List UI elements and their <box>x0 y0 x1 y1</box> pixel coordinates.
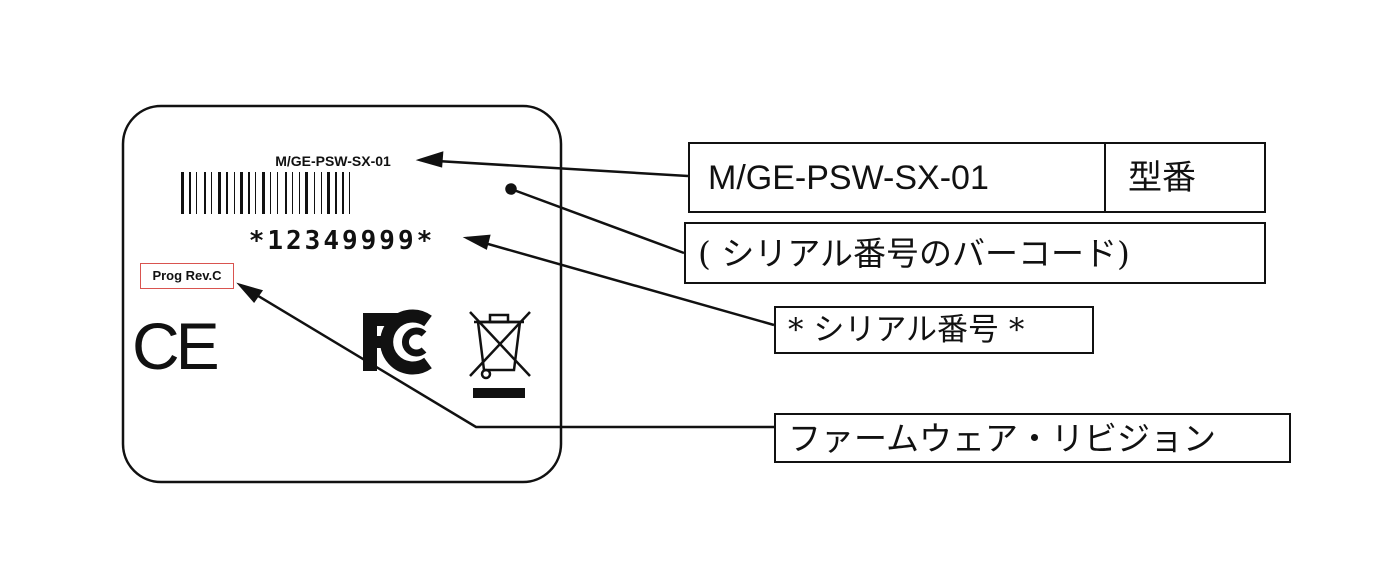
model-leader-line <box>419 158 689 178</box>
barcode-bar <box>305 172 308 214</box>
barcode-bar <box>327 172 330 214</box>
barcode-bar <box>196 172 197 214</box>
barcode-callout-box: ( シリアル番号のバーコード) <box>684 222 1266 284</box>
model-callout-box: M/GE-PSW-SX-01 型番 <box>688 142 1266 213</box>
barcode-bar <box>204 172 206 214</box>
barcode-bar <box>342 172 344 214</box>
model-arrowhead <box>415 151 444 168</box>
barcode-leader-line <box>510 187 685 255</box>
barcode-bar <box>262 172 265 214</box>
serial-barcode <box>181 172 350 214</box>
barcode-bar <box>234 172 235 214</box>
firmware-caption: ファームウェア・リビジョン <box>788 418 1217 458</box>
barcode-bar <box>218 172 221 214</box>
serial-number-text: *12349999* <box>248 226 436 256</box>
barcode-bar <box>255 172 256 214</box>
barcode-bar <box>335 172 337 214</box>
barcode-bar <box>285 172 287 214</box>
barcode-bar <box>181 172 184 214</box>
model-value: M/GE-PSW-SX-01 <box>690 144 1106 211</box>
fcc-logo <box>363 309 432 375</box>
model-number-text: M/GE-PSW-SX-01 <box>275 153 391 169</box>
barcode-bar <box>314 172 315 214</box>
barcode-bar <box>277 172 278 214</box>
barcode-bar <box>349 172 350 214</box>
barcode-bar <box>248 172 250 214</box>
serial-leader-line <box>466 236 775 327</box>
firmware-callout-box: ファームウェア・リビジョン <box>774 413 1291 463</box>
barcode-caption: ( シリアル番号のバーコード) <box>698 233 1130 273</box>
barcode-bar <box>240 172 243 214</box>
firmware-arrowhead <box>236 282 264 304</box>
serial-caption: * シリアル番号 * <box>788 311 1025 348</box>
serial-callout-box: * シリアル番号 * <box>774 306 1094 354</box>
barcode-bar <box>299 172 300 214</box>
weee-bin-icon <box>469 311 531 398</box>
model-caption: 型番 <box>1128 157 1196 198</box>
barcode-bar <box>226 172 228 214</box>
barcode-bar <box>270 172 271 214</box>
firmware-leader-line <box>239 283 774 429</box>
barcode-bar <box>292 172 293 214</box>
prog-rev-box: Prog Rev.C <box>140 263 234 289</box>
barcode-bar <box>321 172 322 214</box>
serial-arrowhead <box>462 234 491 250</box>
barcode-bar <box>189 172 191 214</box>
barcode-bar <box>211 172 212 214</box>
ce-mark: CE <box>132 309 220 383</box>
device-label-outline <box>121 104 563 484</box>
